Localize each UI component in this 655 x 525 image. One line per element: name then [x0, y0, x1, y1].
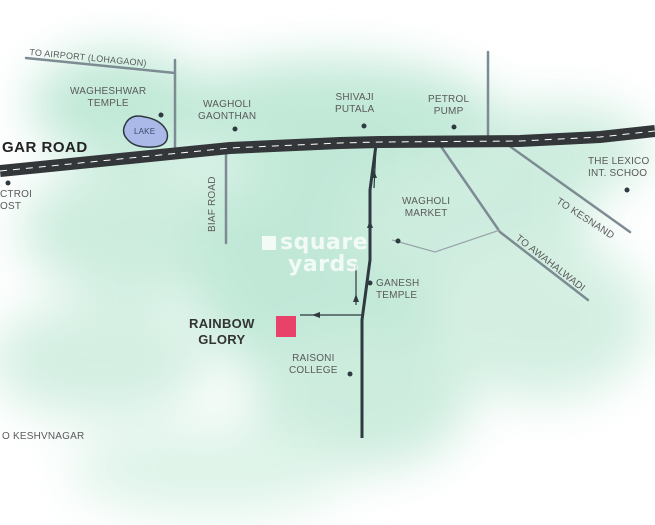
wagholi-gaonthan-line2: GAONTHAN — [198, 111, 257, 122]
wagheshwar-temple-line2: TEMPLE — [87, 98, 129, 109]
watermark-line1: square — [280, 230, 369, 255]
minor-roads — [24, 50, 632, 302]
awahalwadi-road — [438, 143, 590, 302]
to-keshvnagar-label: O KESHVNAGAR — [2, 431, 85, 442]
shivaji-putala-label: SHIVAJI PUTALA — [335, 92, 374, 116]
victori-post-line1: CTROI — [0, 189, 33, 200]
lexicon-school-line2: INT. SCHOO — [588, 168, 648, 179]
wagholi-gaonthan-dot — [232, 126, 238, 132]
watermark: square yards — [262, 232, 368, 276]
route-arrow-4 — [312, 312, 320, 318]
main-road-label: GAR ROAD — [2, 139, 88, 156]
raisoni-college-dot — [347, 371, 353, 377]
raisoni-college-label: RAISONI COLLEGE — [289, 353, 338, 377]
lexicon-school-line1: THE LEXICO — [588, 156, 650, 167]
shivaji-putala-line2: PUTALA — [335, 104, 375, 115]
wagholi-market-line2: MARKET — [404, 208, 448, 219]
market-road — [391, 229, 501, 253]
watermark-logo-icon — [262, 236, 276, 250]
watermark-line2: yards — [288, 252, 360, 277]
wagholi-market-label: WAGHOLI MARKET — [402, 196, 450, 220]
wagheshwar-temple-dot — [158, 112, 164, 118]
project-name-line2: GLORY — [198, 332, 246, 347]
ganesh-temple-line1: GANESH — [376, 278, 420, 289]
ganesh-temple-line2: TEMPLE — [376, 290, 418, 301]
access-road — [300, 144, 378, 438]
petrol-pump-line1: PETROL — [428, 94, 470, 105]
lake — [122, 115, 169, 148]
project-marker — [276, 316, 296, 337]
wagheshwar-temple-label: WAGHESHWAR TEMPLE — [70, 86, 146, 110]
wagholi-market-dot — [395, 238, 401, 244]
raisoni-college-line2: COLLEGE — [289, 365, 338, 376]
route-arrow-2 — [367, 220, 373, 228]
raisoni-college-line1: RAISONI — [292, 353, 335, 364]
victori-post-label: CTROI OST — [0, 189, 32, 213]
biaf-road-label: BIAF ROAD — [207, 176, 218, 232]
green-wash — [0, 50, 650, 515]
wagholi-gaonthan-label: WAGHOLI GAONTHAN — [198, 99, 256, 123]
shivaji-putala-line1: SHIVAJI — [335, 92, 374, 103]
project-name-line1: RAINBOW — [189, 316, 255, 331]
wagholi-gaonthan-line1: WAGHOLI — [203, 99, 252, 110]
petrol-pump-line2: PUMP — [433, 106, 464, 117]
victori-post-line2: OST — [0, 201, 22, 212]
route-arrow-3 — [353, 294, 359, 302]
victori-post-dot — [5, 180, 11, 186]
project-label: RAINBOW GLORY — [189, 316, 255, 348]
kesnand-road — [506, 143, 632, 234]
lexicon-school-label: THE LEXICO INT. SCHOO — [588, 156, 649, 180]
airport-road — [24, 56, 177, 75]
petrol-pump-dot — [451, 124, 457, 130]
wagheshwar-temple-line1: WAGHESHWAR — [70, 86, 147, 97]
route-arrow-1 — [371, 170, 377, 178]
wagholi-market-line1: WAGHOLI — [402, 196, 451, 207]
lake-label: LAKE — [134, 127, 156, 136]
poi-dots — [5, 112, 630, 377]
main-road — [0, 125, 655, 177]
lexicon-school-dot — [624, 187, 630, 193]
petrol-pump-label: PETROL PUMP — [428, 94, 469, 118]
ganesh-temple-label: GANESH TEMPLE — [376, 278, 419, 302]
ganesh-temple-dot — [367, 280, 373, 286]
shivaji-putala-dot — [361, 123, 367, 129]
